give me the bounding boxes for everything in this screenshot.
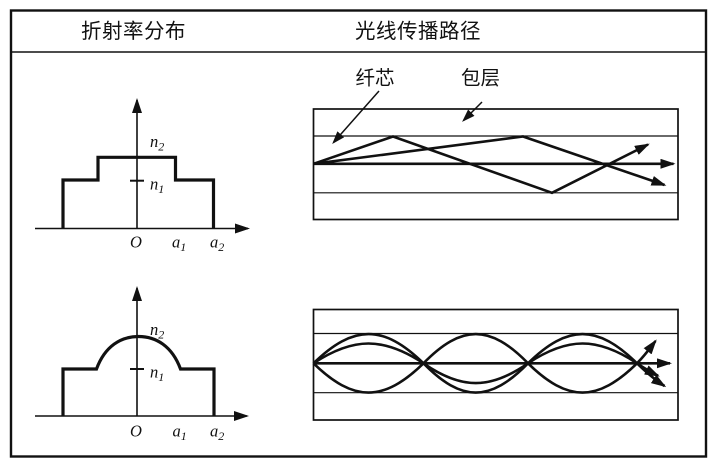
cladding-leader-arrow <box>462 101 483 122</box>
step-index-profile-graph: n2 n1 O a1 a2 <box>35 98 250 255</box>
meridional-ray-steep <box>313 135 650 195</box>
sine-ray-small <box>312 342 660 385</box>
graded-index-fiber <box>312 308 679 421</box>
step-index-fiber: 纤芯 包层 <box>312 68 679 221</box>
column-title-ray-path: 光线传播路径 <box>355 20 481 43</box>
label-n1: n1 <box>150 363 164 385</box>
label-origin: O <box>130 233 142 252</box>
label-a2: a2 <box>210 233 224 255</box>
meridional-ray-shallow <box>313 135 667 187</box>
figure-border <box>9 9 708 458</box>
label-origin: O <box>130 422 142 441</box>
core-label: 纤芯 <box>355 68 394 90</box>
label-a2: a2 <box>210 422 224 444</box>
fiber-outline <box>312 308 679 421</box>
cladding-label: 包层 <box>461 68 500 90</box>
profile-curve <box>61 334 216 416</box>
core-leader-arrow <box>332 90 380 144</box>
label-n2: n2 <box>150 132 164 154</box>
label-n2: n2 <box>150 320 164 342</box>
profile-curve <box>61 155 216 229</box>
label-n1: n1 <box>150 175 164 197</box>
graded-index-profile-graph: n2 n1 O a1 a2 <box>35 286 249 444</box>
sine-ray-large-down <box>312 332 657 394</box>
label-a1: a1 <box>172 233 186 255</box>
label-a1: a1 <box>173 422 187 444</box>
column-title-refractive-index: 折射率分布 <box>81 20 186 43</box>
